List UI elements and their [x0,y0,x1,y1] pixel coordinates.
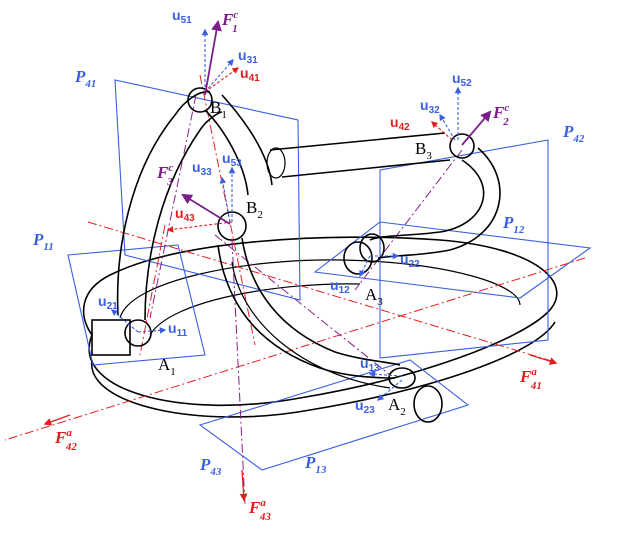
force-fa43-arrow [239,469,248,502]
legs [116,90,501,389]
u42-label: u42 [390,114,410,133]
force-arrows [43,19,558,502]
axes [4,74,586,506]
plane-label-p11: P11 [32,230,54,253]
u12-label: u12 [330,277,350,296]
force-fc2-arrow [461,110,492,146]
u33-label: u33 [192,159,212,178]
plane-label-p42: P42 [562,122,585,145]
u21-label: u21 [98,293,118,312]
u41-label: u41 [240,65,260,84]
point-label-a2: A2 [388,395,406,418]
point-label-b2: B2 [246,198,263,221]
force-fa42-arrow [43,414,71,426]
u51-label: u51 [172,7,192,26]
u11-label: u11 [168,320,188,339]
force-fc3-arrow [181,193,231,225]
unit-vector-arrows [110,28,462,401]
plane-label-p12: P12 [502,213,525,236]
point-label-b3: B3 [415,139,432,162]
u43-label: u43 [175,205,195,224]
plane-p11-shape [67,244,206,366]
plane-labels: P41 P42 P11 P12 P13 P43 [32,67,585,478]
plane-label-p13: P13 [304,453,327,476]
u32-label: u32 [420,97,440,116]
u13-label: u13 [360,355,380,374]
force-fa41-arrow [529,354,558,365]
point-label-b1: B1 [210,98,227,121]
plane-p42-shape [379,139,549,359]
plane-p41-shape [114,79,301,301]
plane-label-p43: P43 [199,455,222,478]
unit-vector-labels: u51 u31 u41 u52 u32 u42 u33 u53 u43 u21 … [98,7,472,416]
point-labels: B1 B2 B3 A1 A2 A3 [158,98,432,418]
joints [91,87,475,423]
point-label-a3: A3 [365,285,383,308]
plane-p13-shape [198,359,470,471]
plane-label-p41: P41 [74,67,96,90]
u31-label: u31 [238,47,258,66]
plane-p12-shape [313,221,592,299]
force-fc1-arrow [204,19,222,96]
u22-label: u22 [400,251,420,270]
u23-label: u23 [355,397,375,416]
u53-label: u53 [222,150,242,169]
base-ring [82,236,558,418]
point-label-a1: A1 [158,355,176,378]
u52-label: u52 [452,70,472,89]
